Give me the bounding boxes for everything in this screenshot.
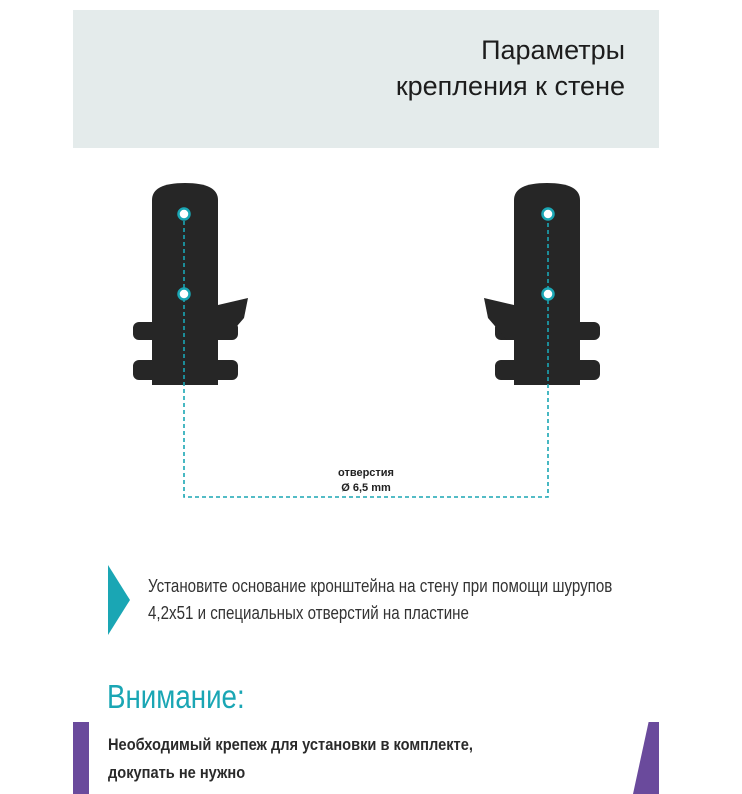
hole-label: отверстия Ø 6,5 mm <box>338 467 394 494</box>
warning-title: Внимание: <box>107 678 245 715</box>
bracket-diagram <box>133 183 600 498</box>
instruction-text: Установите основание кронштейна на стену… <box>148 576 613 623</box>
purple-accent-right <box>633 722 659 794</box>
mount-holes <box>177 207 555 301</box>
right-bracket <box>484 183 600 385</box>
warning-text: Необходимый крепеж для установки в компл… <box>108 735 473 782</box>
page-title: Параметры крепления к стене <box>395 35 625 101</box>
left-bracket <box>133 183 248 385</box>
arrow-marker-icon <box>108 565 130 635</box>
purple-accent-left <box>73 722 89 794</box>
header-banner: Параметры крепления к стене <box>73 10 659 148</box>
dimension-line <box>183 214 549 498</box>
